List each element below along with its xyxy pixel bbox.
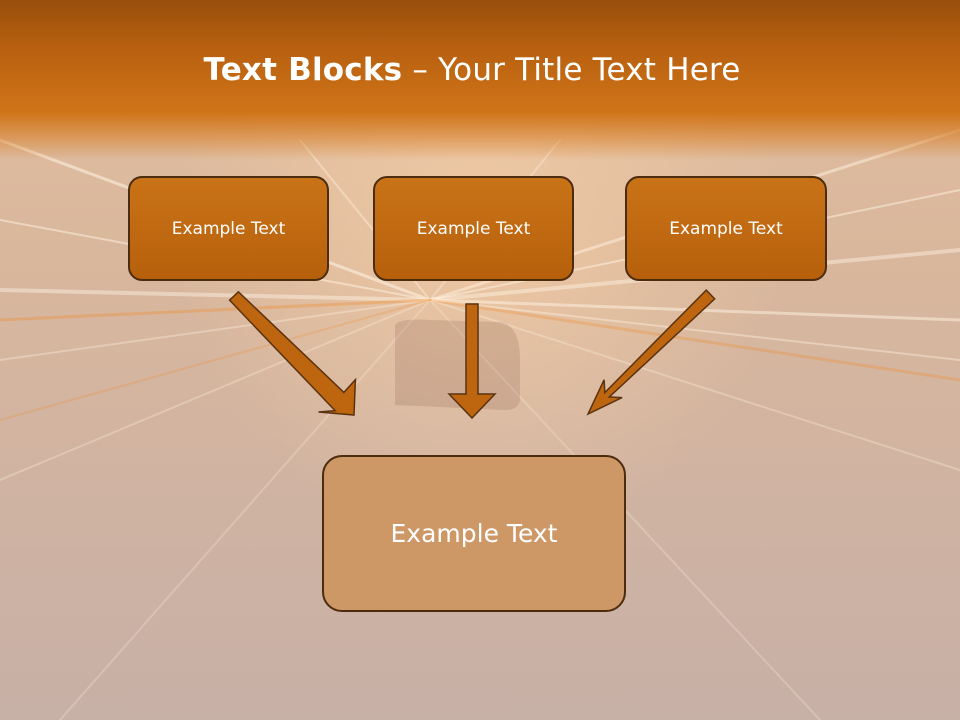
text-block-right[interactable]: Example Text — [625, 176, 827, 281]
text-block-center[interactable]: Example Text — [373, 176, 574, 281]
title-regular-part: – Your Title Text Here — [402, 52, 741, 88]
text-block-label: Example Text — [416, 218, 531, 239]
title-bar — [0, 0, 960, 160]
arrow-right-diagonal — [586, 289, 716, 416]
arrow-center-down — [447, 303, 497, 420]
arrow-left-diagonal — [228, 290, 357, 416]
text-block-bottom[interactable]: Example Text — [322, 455, 626, 612]
title-bold-part: Text Blocks — [203, 52, 403, 88]
slide-title: Text Blocks – Your Title Text Here — [0, 52, 944, 88]
text-block-left[interactable]: Example Text — [128, 176, 329, 281]
text-block-label: Example Text — [171, 218, 286, 239]
text-block-label: Example Text — [669, 218, 783, 239]
text-block-label: Example Text — [390, 519, 558, 548]
